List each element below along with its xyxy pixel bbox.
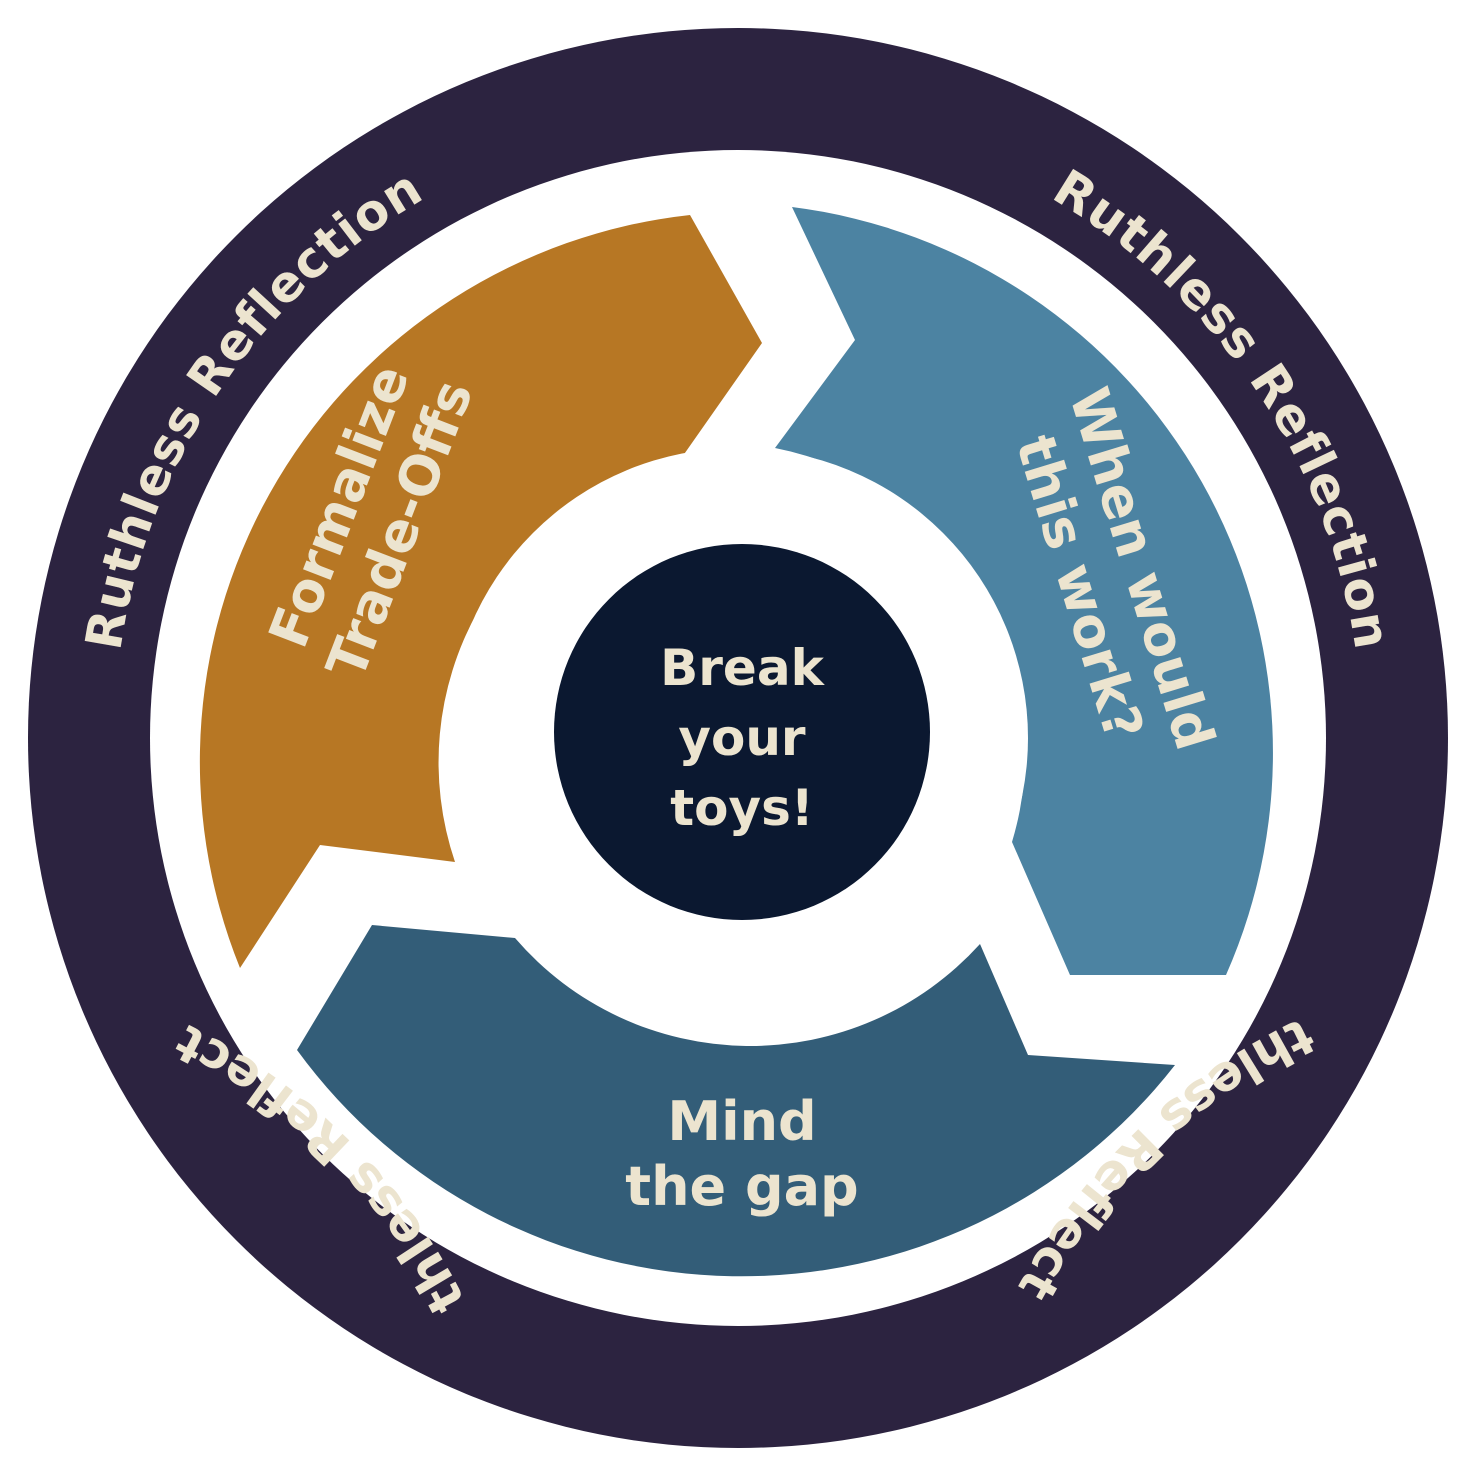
center-line-3: toys! — [670, 779, 813, 837]
svg-text:your: your — [678, 709, 806, 767]
segment-dark-blue-line-1: Mind — [667, 1090, 816, 1153]
center-circle — [554, 544, 930, 920]
center-line-1: Break — [660, 639, 825, 697]
segment-gold — [199, 215, 762, 968]
segment-light-blue — [775, 207, 1273, 975]
segment-dark-blue-line-2: the gap — [625, 1155, 858, 1218]
svg-text:Mind: Mind — [667, 1090, 816, 1153]
segment-dark-blue — [297, 925, 1175, 1277]
center-label: Break your toys! — [660, 639, 825, 837]
svg-text:toys!: toys! — [670, 779, 813, 837]
svg-text:the gap: the gap — [625, 1155, 858, 1218]
segment-dark-blue-label: Mind the gap — [625, 1090, 858, 1218]
center-line-2: your — [678, 709, 806, 767]
svg-text:Break: Break — [660, 639, 825, 697]
